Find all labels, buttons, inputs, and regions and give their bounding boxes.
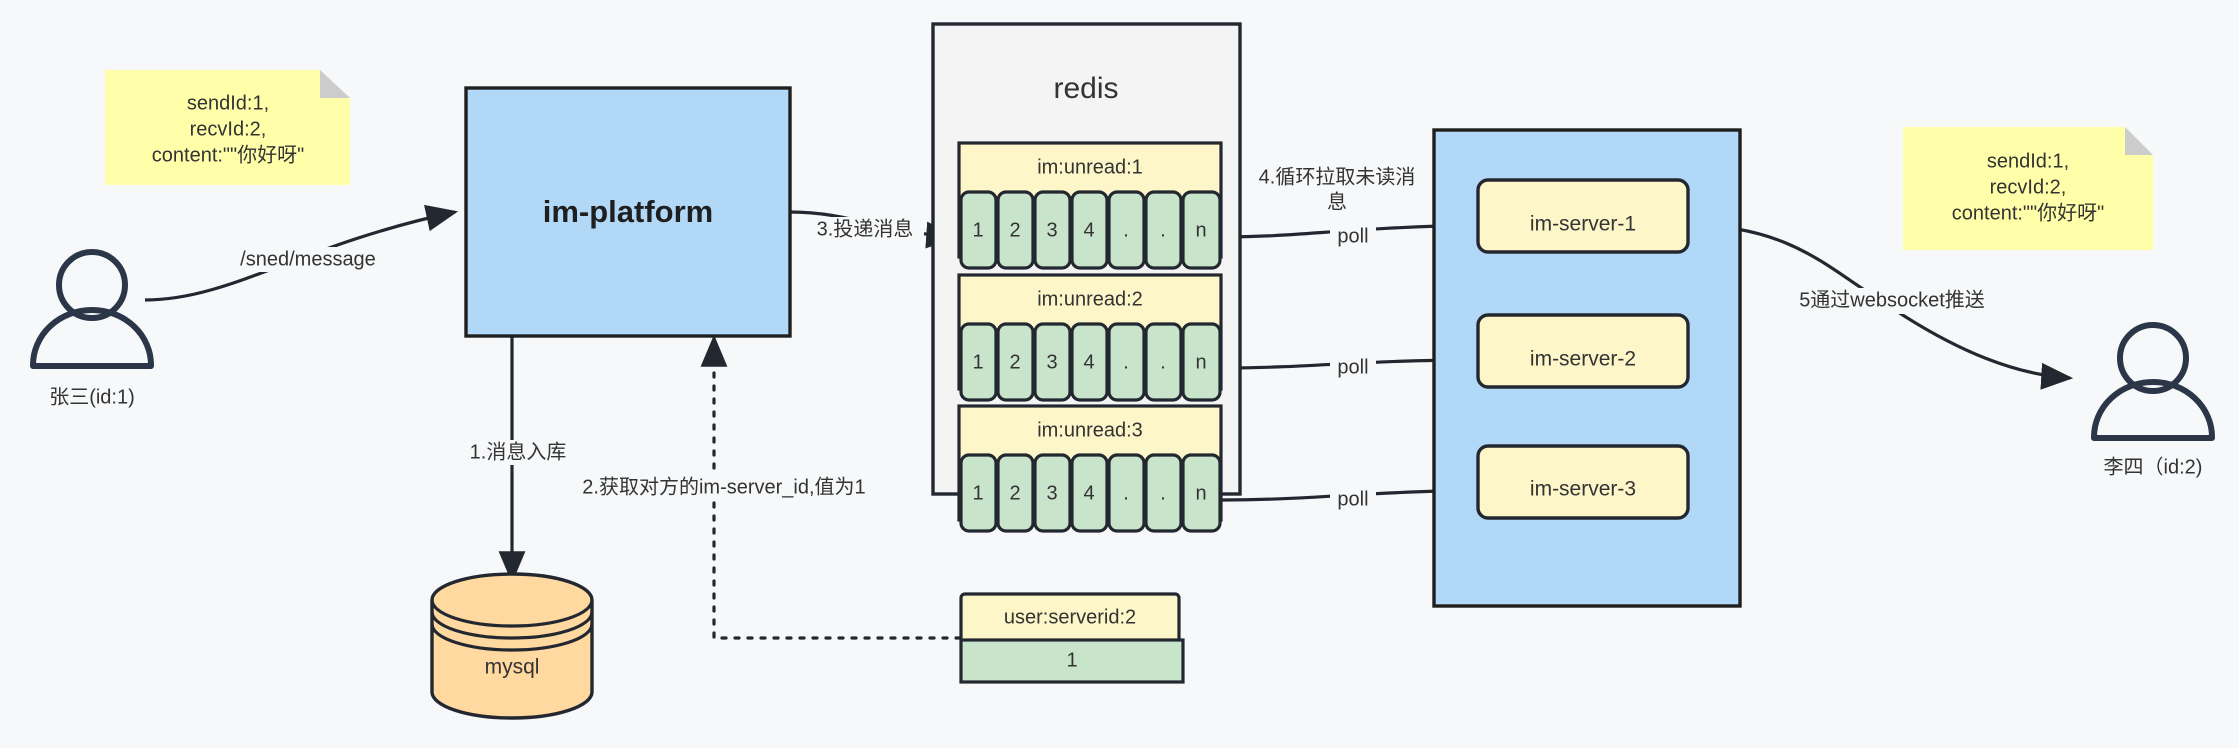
redis-cell-2-3: 4 bbox=[1083, 351, 1094, 373]
redis-key-label-3: im:unread:3 bbox=[1037, 419, 1143, 441]
node-redis-container: redis im:unread:1 1 2 3 4 . . n bbox=[931, 22, 1242, 684]
note-right-line-3: content:""你好呀" bbox=[1952, 201, 2104, 224]
edge-label-step4-line1: 4.循环拉取未读消 bbox=[1259, 165, 1416, 188]
im-server-3-label: im-server-3 bbox=[1530, 478, 1636, 501]
actor-sender: 张三(id:1) bbox=[30, 249, 154, 408]
actor-sender-label: 张三(id:1) bbox=[49, 385, 135, 408]
im-server-1-label: im-server-1 bbox=[1530, 213, 1636, 236]
redis-cell-3-6: n bbox=[1195, 482, 1206, 504]
node-im-platform[interactable]: im-platform bbox=[464, 86, 792, 338]
redis-cell-3-0: 1 bbox=[972, 482, 983, 504]
edge-label-poll-2: poll bbox=[1337, 356, 1368, 378]
edge-label-step4-line2: 息 bbox=[1327, 190, 1347, 213]
edge-poll-1 bbox=[1221, 212, 1482, 240]
person-icon-head-receiver bbox=[2117, 322, 2189, 394]
redis-cell-3-2: 3 bbox=[1046, 482, 1057, 504]
redis-cell-3-5: . bbox=[1160, 482, 1166, 504]
edge-label-step1: 1.消息入库 bbox=[470, 440, 567, 463]
redis-cell-1-6: n bbox=[1195, 219, 1206, 241]
redis-label: redis bbox=[1053, 72, 1118, 105]
redis-hash-key-label: user:serverid:2 bbox=[1004, 606, 1136, 628]
redis-cell-1-4: . bbox=[1123, 219, 1129, 241]
redis-cell-2-4: . bbox=[1123, 351, 1129, 373]
redis-key-label-2: im:unread:2 bbox=[1037, 288, 1143, 310]
node-im-server-2[interactable]: im-server-2 bbox=[1476, 313, 1690, 389]
redis-cell-3-1: 2 bbox=[1009, 482, 1020, 504]
node-im-server-1[interactable]: im-server-1 bbox=[1476, 178, 1690, 254]
note-left-line-2: recvId:2, bbox=[190, 118, 267, 140]
person-icon-body-receiver bbox=[2091, 379, 2215, 441]
edge-label-step5: 5通过websocket推送 bbox=[1799, 288, 1985, 311]
redis-cell-2-2: 3 bbox=[1046, 351, 1057, 373]
im-platform-label: im-platform bbox=[543, 194, 714, 229]
edge-label-poll-3: poll bbox=[1337, 488, 1368, 510]
redis-cell-1-0: 1 bbox=[972, 219, 983, 241]
actor-receiver: 李四（id:2) bbox=[2091, 322, 2215, 478]
redis-cell-2-6: n bbox=[1195, 351, 1206, 373]
person-icon-body bbox=[30, 307, 154, 369]
redis-key-label-1: im:unread:1 bbox=[1037, 156, 1143, 178]
mysql-label: mysql bbox=[485, 656, 540, 679]
redis-cell-1-5: . bbox=[1160, 219, 1166, 241]
node-mysql[interactable]: mysql bbox=[430, 572, 594, 720]
note-fold-right-icon bbox=[2125, 127, 2153, 155]
person-icon-head bbox=[56, 249, 128, 321]
redis-cell-1-3: 4 bbox=[1083, 219, 1094, 241]
node-im-server-group: im-server-1 im-server-2 im-server-3 bbox=[1432, 128, 1742, 608]
edge-label-step2: 2.获取对方的im-server_id,值为1 bbox=[582, 475, 865, 498]
edge-label-poll-1: poll bbox=[1337, 225, 1368, 247]
redis-cell-2-1: 2 bbox=[1009, 351, 1020, 373]
edge-label-send-message: /sned/message bbox=[240, 248, 376, 270]
node-im-server-3[interactable]: im-server-3 bbox=[1476, 444, 1690, 520]
actor-receiver-label: 李四（id:2) bbox=[2104, 455, 2203, 478]
im-server-2-label: im-server-2 bbox=[1530, 348, 1636, 371]
redis-key-block-2[interactable]: im:unread:2 1 2 3 4 . . n bbox=[957, 273, 1223, 402]
note-right-line-2: recvId:2, bbox=[1990, 176, 2067, 198]
redis-cell-2-0: 1 bbox=[972, 351, 983, 373]
note-left-line-1: sendId:1, bbox=[187, 92, 269, 114]
edge-label-step3: 3.投递消息 bbox=[817, 217, 914, 240]
redis-cell-3-3: 4 bbox=[1083, 482, 1094, 504]
redis-hash-value: 1 bbox=[1066, 649, 1077, 671]
note-fold-icon bbox=[320, 70, 350, 98]
edge-labels-layer: /sned/message 1.消息入库 2.获取对方的im-server_id… bbox=[232, 165, 1996, 512]
note-right: sendId:1, recvId:2, content:""你好呀" bbox=[1903, 127, 2153, 250]
edge-step2-serverid bbox=[712, 343, 962, 640]
note-left: sendId:1, recvId:2, content:""你好呀" bbox=[105, 70, 350, 185]
redis-key-block-3[interactable]: im:unread:3 1 2 3 4 . . n bbox=[957, 404, 1223, 533]
note-right-line-1: sendId:1, bbox=[1987, 150, 2069, 172]
redis-cell-1-1: 2 bbox=[1009, 219, 1020, 241]
redis-cell-3-4: . bbox=[1123, 482, 1129, 504]
redis-cell-1-2: 3 bbox=[1046, 219, 1057, 241]
redis-key-block-1[interactable]: im:unread:1 1 2 3 4 . . n bbox=[957, 141, 1223, 270]
redis-hash-block[interactable]: user:serverid:2 1 bbox=[959, 592, 1185, 684]
redis-cell-2-5: . bbox=[1160, 351, 1166, 373]
note-left-line-3: content:""你好呀" bbox=[152, 143, 304, 166]
